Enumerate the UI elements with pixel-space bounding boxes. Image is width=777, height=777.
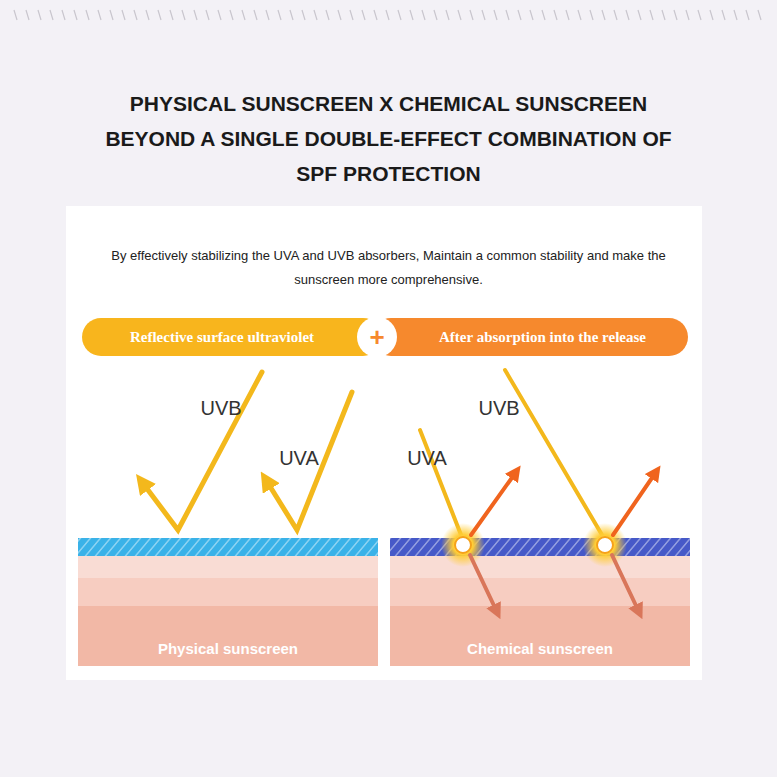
border-tick — [626, 10, 629, 20]
border-tick — [434, 10, 437, 20]
border-tick — [410, 10, 413, 20]
subtitle: By effectively stabilizing the UVA and U… — [86, 244, 691, 292]
border-tick — [458, 10, 461, 20]
border-tick — [554, 10, 557, 20]
border-tick — [86, 10, 89, 20]
border-tick — [722, 10, 725, 20]
border-tick — [122, 10, 125, 20]
border-tick — [602, 10, 605, 20]
border-tick — [254, 10, 257, 20]
border-tick — [206, 10, 209, 20]
ray-label: UVA — [402, 446, 452, 470]
orange-pill — [372, 318, 688, 356]
yellow-pill: Reflective surface ultraviolet — [82, 318, 362, 356]
border-tick — [278, 10, 281, 20]
node-label: Chemical sunscreen — [467, 640, 613, 657]
node-label: Physical sunscreen — [158, 640, 298, 657]
border-tick — [614, 10, 617, 20]
border-tick — [566, 10, 569, 20]
border-tick — [350, 10, 353, 20]
yellow-pill — [82, 318, 382, 356]
title: PHYSICAL SUNSCREEN X CHEMICAL SUNSCREEN … — [100, 86, 677, 191]
border-tick — [98, 10, 101, 20]
border-tick — [686, 10, 689, 20]
plus-circle — [357, 317, 397, 357]
ray-label: UVB — [474, 396, 524, 420]
reflected-rays — [142, 372, 352, 530]
node-label: Reflective surface ultraviolet — [130, 329, 314, 346]
border-tick — [182, 10, 185, 20]
skin-block: Physical sunscreen — [78, 630, 378, 666]
border-tick — [134, 10, 137, 20]
ray-label: UVA — [274, 446, 324, 470]
node-label: After absorption into the release — [439, 329, 646, 346]
chemical-skin — [390, 538, 690, 666]
border-tick — [662, 10, 665, 20]
border-tick — [494, 10, 497, 20]
border-tick — [590, 10, 593, 20]
border-tick — [530, 10, 533, 20]
border-tick — [338, 10, 341, 20]
border-tick — [110, 10, 113, 20]
border-tick — [470, 10, 473, 20]
border-tick — [638, 10, 641, 20]
border-tick — [578, 10, 581, 20]
border-tick — [194, 10, 197, 20]
border-tick — [746, 10, 749, 20]
border-tick — [542, 10, 545, 20]
border-tick — [62, 10, 65, 20]
border-tick — [50, 10, 53, 20]
border-tick — [374, 10, 377, 20]
physical-skin — [78, 538, 378, 666]
ray-label: UVB — [196, 396, 246, 420]
border-tick — [650, 10, 653, 20]
border-tick — [518, 10, 521, 20]
border-tick — [698, 10, 701, 20]
border-tick — [362, 10, 365, 20]
dashed-border — [14, 10, 761, 20]
border-tick — [710, 10, 713, 20]
border-tick — [266, 10, 269, 20]
border-tick — [146, 10, 149, 20]
border-tick — [242, 10, 245, 20]
border-tick — [506, 10, 509, 20]
border-tick — [734, 10, 737, 20]
border-tick — [326, 10, 329, 20]
absorbed-rays — [420, 370, 656, 612]
orange-pill: After absorption into the release — [397, 318, 688, 356]
border-tick — [74, 10, 77, 20]
border-tick — [386, 10, 389, 20]
border-tick — [290, 10, 293, 20]
border-tick — [218, 10, 221, 20]
border-tick — [26, 10, 29, 20]
border-tick — [482, 10, 485, 20]
border-tick — [758, 10, 761, 20]
border-tick — [314, 10, 317, 20]
border-tick — [230, 10, 233, 20]
border-tick — [674, 10, 677, 20]
border-tick — [14, 10, 17, 20]
border-tick — [446, 10, 449, 20]
white-panel — [66, 206, 702, 680]
border-tick — [302, 10, 305, 20]
plus-sign: + — [357, 322, 397, 352]
border-tick — [38, 10, 41, 20]
border-tick — [422, 10, 425, 20]
border-tick — [158, 10, 161, 20]
border-tick — [398, 10, 401, 20]
skin-block: Chemical sunscreen — [390, 630, 690, 666]
border-tick — [170, 10, 173, 20]
